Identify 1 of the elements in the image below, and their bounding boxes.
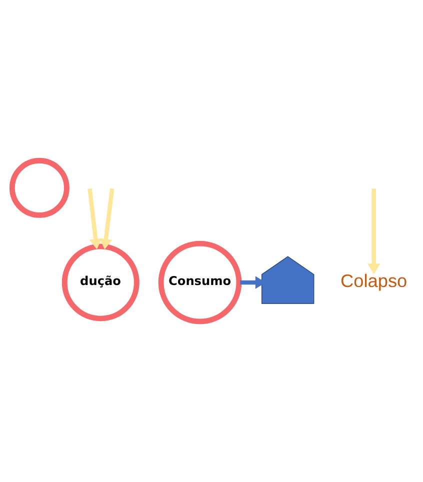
node-text: Colapso	[340, 271, 408, 292]
